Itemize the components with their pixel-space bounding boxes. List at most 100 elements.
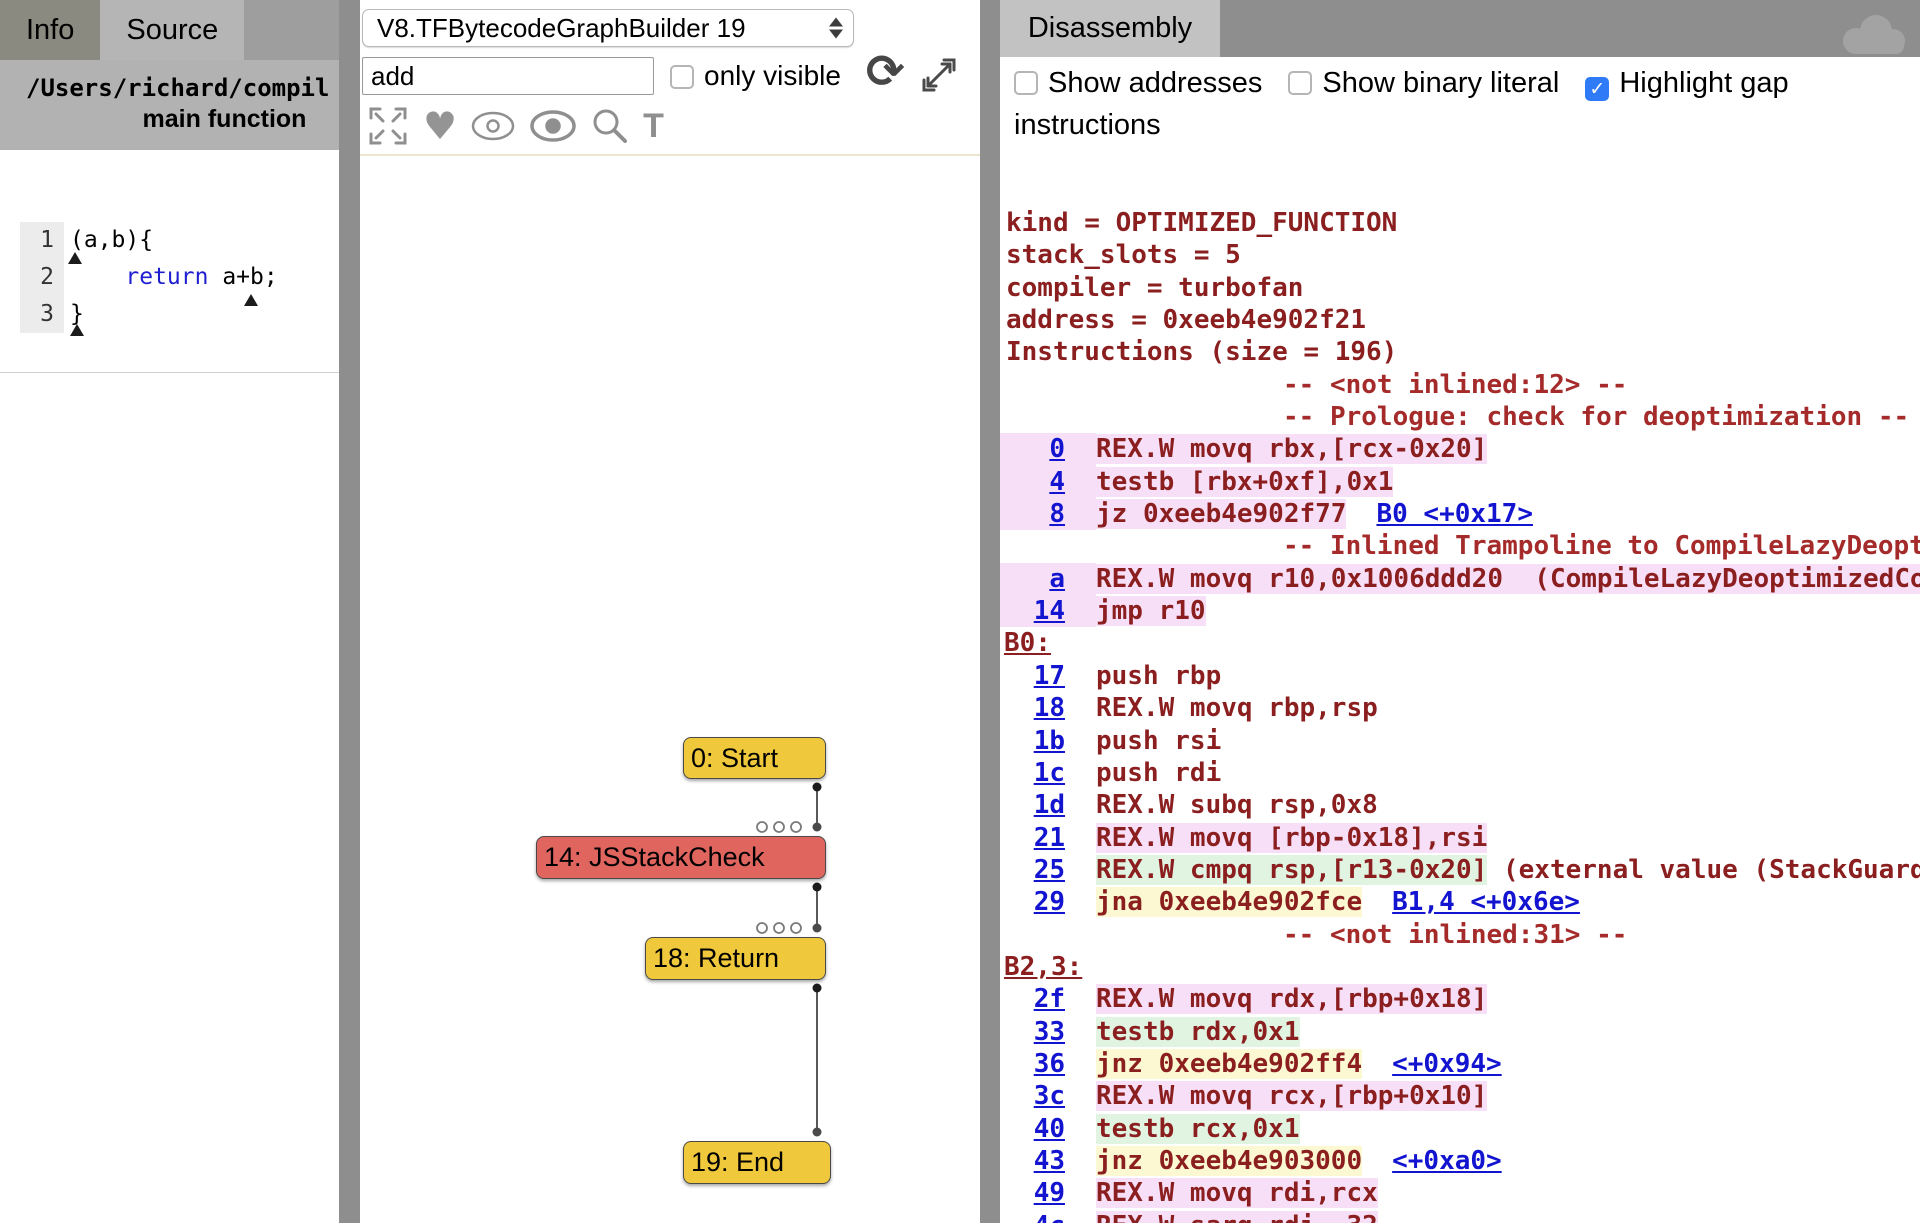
asm-prop: compiler = turbofan: [1000, 272, 1920, 304]
checkbox-show-addresses[interactable]: [1014, 71, 1038, 95]
function-name: main function: [0, 105, 339, 134]
asm-jump-link[interactable]: <+0xa0>: [1392, 1146, 1502, 1176]
asm-offset-link[interactable]: 4: [1000, 466, 1096, 498]
graph-node-19[interactable]: 19: End: [683, 1141, 831, 1184]
asm-offset-link[interactable]: 43: [1000, 1145, 1096, 1177]
code-token: (a,b){: [70, 227, 153, 253]
asm-instr-4: 4testb [rbx+0xf],0x1: [1000, 466, 1920, 498]
line-number: 2: [20, 259, 64, 296]
asm-label: B2,3:: [1000, 951, 1920, 983]
disassembly-tab-strip: Disassembly: [1000, 0, 1920, 57]
asm-offset-link[interactable]: 1d: [1000, 789, 1096, 821]
asm-text: REX.W movq rbp,rsp: [1096, 693, 1378, 723]
asm-text: push rdi: [1096, 758, 1221, 788]
asm-offset-link[interactable]: 1c: [1000, 757, 1096, 789]
asm-text: jnz 0xeeb4e903000: [1096, 1146, 1362, 1176]
file-path: /Users/richard/compil: [0, 60, 339, 102]
asm-offset-link[interactable]: 17: [1000, 660, 1096, 692]
asm-instr-29: 29jna 0xeeb4e902fceB1,4 <+0x6e>: [1000, 886, 1920, 918]
asm-offset-link[interactable]: a: [1000, 563, 1096, 595]
asm-instr-18: 18REX.W movq rbp,rsp: [1000, 692, 1920, 724]
graph-node-0[interactable]: 0: Start: [683, 737, 826, 779]
checkbox-label-show-binary-literal[interactable]: Show binary literal: [1322, 67, 1559, 99]
asm-text: (external value (StackGuard::address_of_…: [1487, 855, 1920, 885]
source-separator: [0, 372, 339, 373]
asm-offset-link[interactable]: 18: [1000, 692, 1096, 724]
asm-offset-link[interactable]: 1b: [1000, 725, 1096, 757]
asm-instr-1c: 1cpush rdi: [1000, 757, 1920, 789]
asm-jump-link[interactable]: <+0x94>: [1392, 1049, 1502, 1079]
asm-text: REX.W movq rdx,[rbp+0x18]: [1096, 984, 1487, 1014]
asm-text: REX.W movq [rbp-0x18],rsi: [1096, 823, 1487, 853]
asm-text: jnz 0xeeb4e902ff4: [1096, 1049, 1362, 1079]
tab-info[interactable]: Info: [0, 0, 100, 60]
checkbox-label-show-addresses[interactable]: Show addresses: [1048, 67, 1262, 99]
asm-text: REX.W subq rsp,0x8: [1096, 790, 1378, 820]
asm-instr-40: 40testb rcx,0x1: [1000, 1113, 1920, 1145]
code-token: a+b;: [208, 264, 277, 290]
asm-offset-link[interactable]: 40: [1000, 1113, 1096, 1145]
asm-offset-link[interactable]: 0: [1000, 433, 1096, 465]
asm-comment: -- Prologue: check for deoptimization --: [1000, 401, 1920, 433]
disassembly-options: Show addressesShow binary literalHighlig…: [1014, 62, 1906, 146]
checkbox-highlight-gap-instructions[interactable]: [1585, 77, 1609, 101]
expand-marker[interactable]: [68, 252, 82, 264]
asm-prop: Instructions (size = 196): [1000, 336, 1920, 368]
checkbox-show-binary-literal[interactable]: [1288, 71, 1312, 95]
asm-label: B0:: [1000, 627, 1920, 659]
asm-offset-link[interactable]: 21: [1000, 822, 1096, 854]
asm-instr-a: aREX.W movq r10,0x1006ddd20 (CompileLazy…: [1000, 563, 1920, 595]
source-line[interactable]: 3}: [20, 296, 339, 333]
asm-text: REX.W movq rbx,[rcx-0x20]: [1096, 434, 1487, 464]
cloud-icon[interactable]: [1834, 8, 1914, 58]
code-token: return: [125, 264, 208, 290]
asm-comment: -- <not inlined:12> --: [1000, 369, 1920, 401]
code-token: [70, 264, 125, 290]
asm-offset-link[interactable]: 8: [1000, 498, 1096, 530]
source-line[interactable]: 2 return a+b;: [20, 259, 339, 296]
expand-marker[interactable]: [70, 324, 84, 336]
asm-offset-link[interactable]: 3c: [1000, 1080, 1096, 1112]
asm-offset-link[interactable]: 49: [1000, 1177, 1096, 1209]
asm-offset-link[interactable]: 25: [1000, 854, 1096, 886]
asm-instr-49: 49REX.W movq rdi,rcx: [1000, 1177, 1920, 1209]
graph-nodes: 0: Start 14: JSStackCheck 18: Return 19: En…: [360, 0, 980, 1223]
asm-text: REX.W movq r10,0x1006ddd20 (CompileLazyD…: [1096, 564, 1920, 594]
asm-instr-8: 8jz 0xeeb4e902f77 B0 <+0x17>: [1000, 498, 1920, 530]
file-header: /Users/richard/compil main function: [0, 60, 339, 150]
asm-jump-link[interactable]: B0 <+0x17>: [1376, 499, 1533, 529]
asm-comment: -- <not inlined:31> --: [1000, 919, 1920, 951]
asm-instr-36: 36jnz 0xeeb4e902ff4 <+0x94>: [1000, 1048, 1920, 1080]
left-tab-strip: InfoSource: [0, 0, 339, 60]
asm-instr-3c: 3cREX.W movq rcx,[rbp+0x10]: [1000, 1080, 1920, 1112]
asm-text: jmp r10: [1096, 596, 1206, 626]
disassembly-listing: kind = OPTIMIZED_FUNCTIONstack_slots = 5…: [1000, 207, 1920, 1223]
tab-disassembly[interactable]: Disassembly: [1000, 0, 1220, 57]
graph-panel: V8.TFBytecodeGraphBuilder 19 only visibl…: [360, 0, 980, 1223]
asm-instr-33: 33testb rdx,0x1: [1000, 1016, 1920, 1048]
asm-instr-25: 25REX.W cmpq rsp,[r13-0x20] (external va…: [1000, 854, 1920, 886]
asm-jump-link[interactable]: B1,4 <+0x6e>: [1392, 887, 1580, 917]
asm-text: REX.W sarq rdi, 32: [1096, 1211, 1378, 1223]
asm-offset-link[interactable]: 2f: [1000, 983, 1096, 1015]
asm-instr-0: 0REX.W movq rbx,[rcx-0x20]: [1000, 433, 1920, 465]
graph-node-18[interactable]: 18: Return: [645, 937, 826, 980]
line-number: 3: [20, 296, 64, 333]
asm-offset-link[interactable]: 36: [1000, 1048, 1096, 1080]
asm-offset-link[interactable]: 33: [1000, 1016, 1096, 1048]
graph-node-14[interactable]: 14: JSStackCheck: [536, 836, 826, 879]
asm-text: testb rdx,0x1: [1096, 1017, 1300, 1047]
tab-source[interactable]: Source: [100, 0, 244, 60]
asm-instr-21: 21REX.W movq [rbp-0x18],rsi: [1000, 822, 1920, 854]
asm-offset-link[interactable]: 29: [1000, 886, 1096, 918]
asm-text: testb [rbx+0xf],0x1: [1096, 467, 1393, 497]
disassembly-panel: Disassembly Show addresses Show binary li…: [1000, 0, 1920, 1223]
asm-text: push rsi: [1096, 726, 1221, 756]
asm-offset-link[interactable]: 14: [1000, 595, 1096, 627]
asm-text: REX.W movq rdi,rcx: [1096, 1178, 1378, 1208]
source-panel: InfoSource /Users/richard/compil main fu…: [0, 0, 339, 1223]
asm-text: jz 0xeeb4e902f77: [1096, 499, 1346, 529]
expand-marker[interactable]: [244, 294, 258, 306]
asm-offset-link[interactable]: 4c: [1000, 1210, 1096, 1223]
